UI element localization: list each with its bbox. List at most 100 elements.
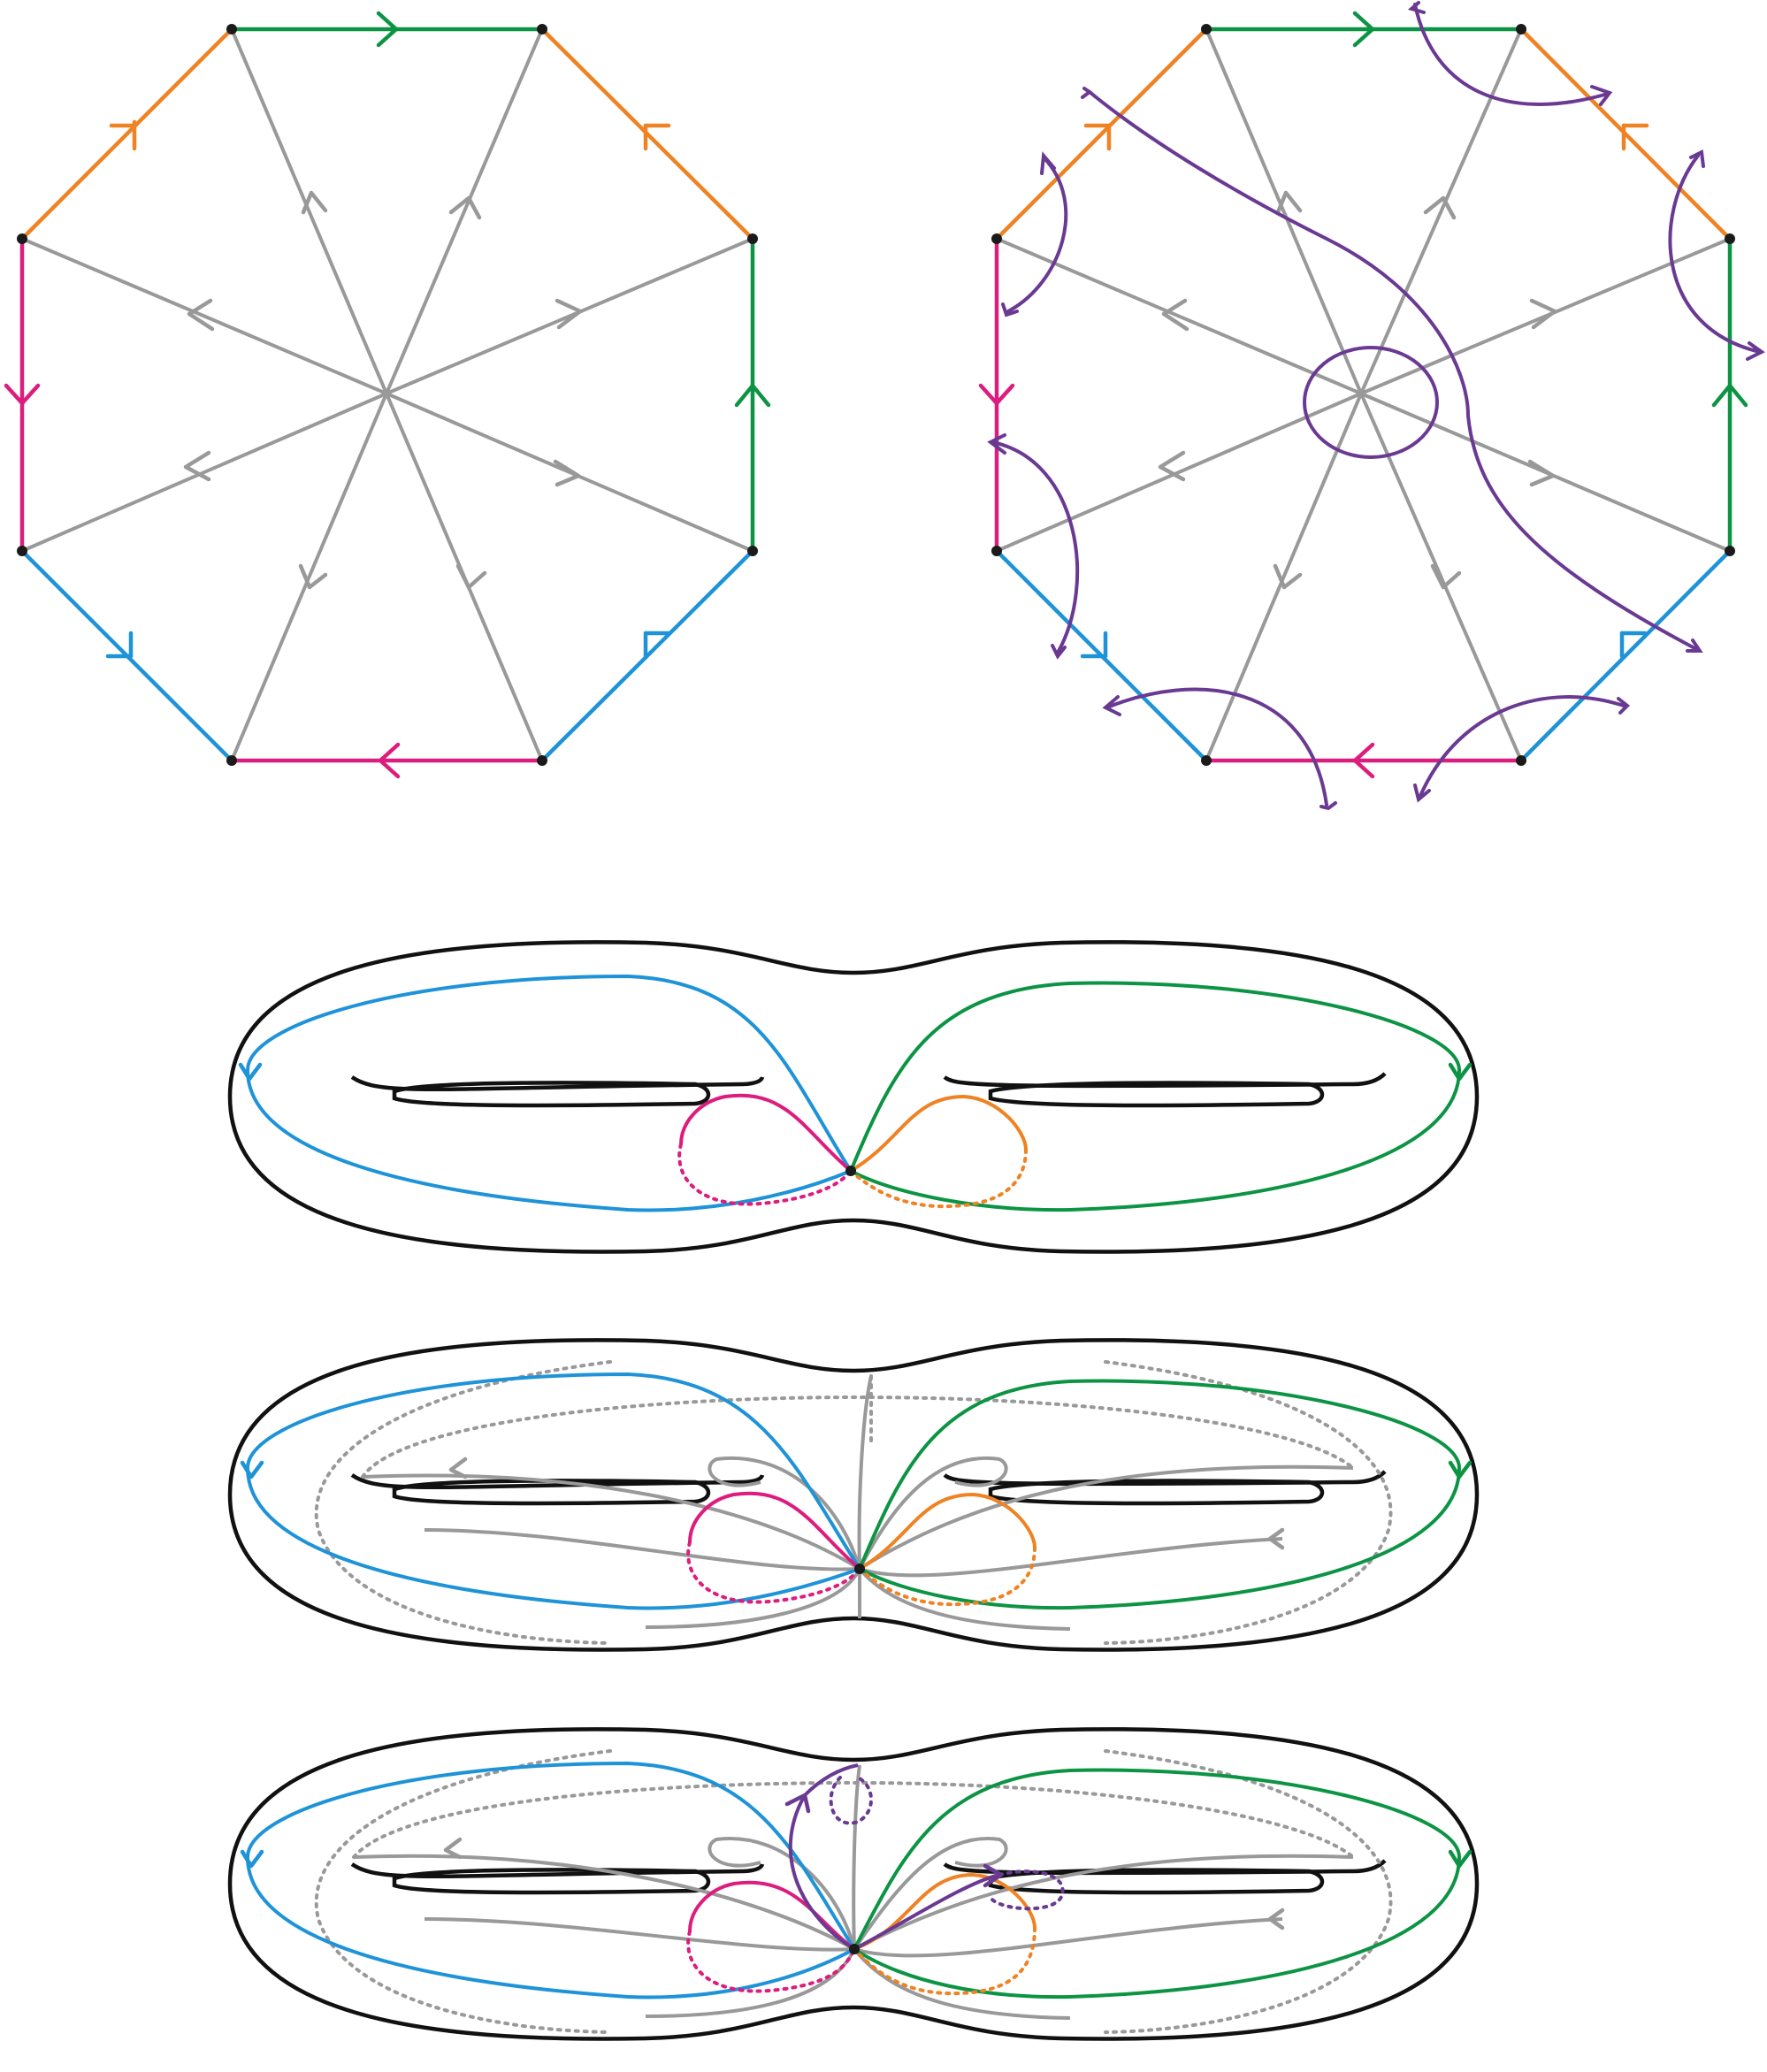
spoke [645,1568,861,1629]
spoke [386,237,753,395]
spoke-arrow [1158,450,1186,482]
blue-arrow [240,1460,264,1479]
right-hole-lower [988,1081,1325,1108]
spoke [853,1917,1283,1958]
spoke-arrow [1527,459,1556,487]
edge-arrow [1352,11,1375,48]
spoke [21,392,387,553]
spoke [708,1456,861,1570]
spoke [708,1837,856,1950]
edge-arrow [1711,383,1748,408]
right-hole-upper [943,1859,1387,1876]
loop-magenta-back [686,1930,856,1993]
edge-blue [1518,548,1733,763]
loop-orange [853,1872,1036,1951]
vertex [226,24,237,34]
base-vertex [854,1564,865,1574]
purple-arc [1006,156,1068,313]
vertex [537,755,547,766]
edge-arrow [1352,742,1375,779]
edge-arrow [376,11,399,48]
right-hole-upper [943,1072,1387,1089]
vertex [1516,24,1526,34]
base-vertex [845,1166,856,1176]
purple-arc [1105,687,1328,807]
gray-dotted-back [314,1360,1393,1645]
vertex [747,546,758,556]
spoke-arrow [301,190,328,215]
back-curve [361,1395,1355,1479]
purple-arrow [987,433,1006,455]
purple-arrow [1590,85,1613,106]
spoke-arrow [1430,563,1462,590]
surface-outline [227,1727,1480,2041]
loop-orange [849,1094,1028,1173]
spoke [857,1375,873,1570]
back-curve [1104,1749,1393,2034]
spoke-arrow [555,298,583,330]
purple-arrow [1040,151,1056,175]
left-hole-lower [392,1081,711,1108]
spoke [424,1917,855,1952]
loop-magenta [688,1880,856,1951]
purple-arrow [983,1863,1004,1888]
spoke-arrow [187,298,215,332]
loop-green [853,1768,1462,1999]
surface-outline [227,1338,1480,1652]
purple-arc [991,440,1080,654]
spoke [385,28,544,394]
vertex [226,755,237,766]
purple-back [989,1869,1065,1911]
vertex [991,546,1002,556]
edge-arrow [978,383,1015,406]
base-vertex [849,1944,860,1954]
purple-arrow [1320,801,1337,811]
purple-arrow [1081,87,1093,99]
purple-loop-center [1303,346,1439,459]
purple-front [788,1763,859,1951]
left-hole-lower [392,1479,711,1506]
purple-arrow [1413,784,1431,803]
spoke [230,393,388,761]
edge-arrow [109,119,137,128]
purple-arrow [1001,302,1019,317]
edge-arrows [978,11,1748,779]
blue-arrow [238,1062,263,1082]
spoke [852,1764,861,1950]
spoke [853,1854,1354,1951]
loop-orange-back [849,1148,1028,1209]
spoke-arrow [1273,563,1303,590]
loop-blue [245,1372,861,1610]
vertex [17,546,27,556]
edge-arrow [734,383,771,408]
octagon-plain-svg [4,11,771,779]
spoke [858,1464,1354,1571]
spoke-arrow [448,195,482,220]
vertex [991,233,1002,244]
spoke [996,237,1362,395]
vertex [1725,546,1735,556]
purple-curve-main [1088,90,1700,652]
back-curve [352,1780,1355,1859]
loop-orange [858,1492,1036,1571]
spoke [21,237,387,395]
green-arrow [1448,1460,1472,1479]
spoke-arrow [1423,195,1457,220]
purple-arc [1419,695,1625,798]
spoke [996,392,1362,553]
spoke-arrow [1275,190,1303,215]
spoke-arrow [298,563,328,590]
gray-arrow [443,1837,463,1860]
octagon-plain-panel [0,0,778,796]
right-hole-upper [943,1470,1387,1487]
spoke-arrow [455,563,487,590]
octagon-with-loop-svg [978,1,1765,811]
purple-arrow [1686,638,1703,653]
purple-arrow [1746,341,1765,361]
vertex [1201,24,1212,34]
loop-green [849,981,1462,1212]
spoke [353,1854,855,1951]
purple-front [853,1873,1000,1951]
purple-arrow [784,1793,811,1814]
